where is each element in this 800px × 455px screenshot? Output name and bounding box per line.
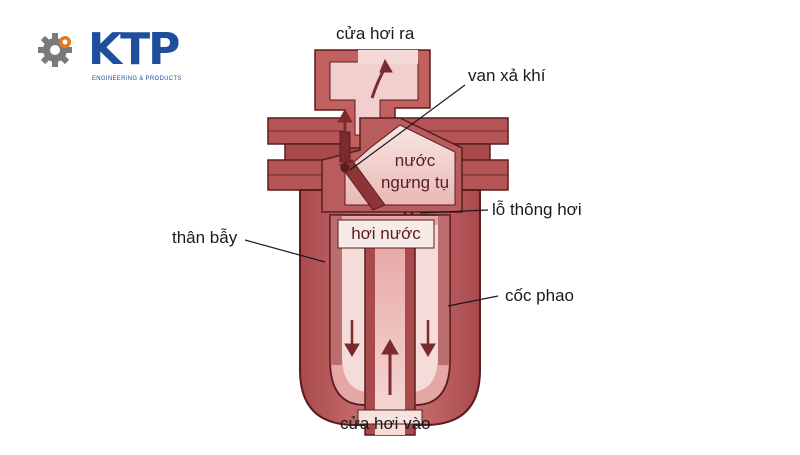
gear-icon [38, 33, 72, 67]
outlet-pipe [314, 49, 431, 149]
vent-hole [403, 211, 414, 215]
lever-pivot [340, 163, 350, 173]
flow-arrows [337, 58, 436, 395]
label-air-vent-valve: van xả khí [468, 66, 546, 85]
label-steam-in: cửa hơi vào [340, 414, 431, 433]
label-steam-out: cửa hơi ra [336, 24, 415, 43]
label-float-cup: cốc phao [505, 286, 574, 305]
company-logo: KTP [88, 24, 180, 75]
label-vent-hole: lỗ thông hơi [492, 200, 582, 219]
label-condensate-2: ngưng tụ [380, 173, 450, 192]
label-steam: hơi nước [351, 224, 421, 243]
company-tagline: ENGINEERING & PRODUCTS [92, 76, 182, 82]
leader-lines [244, 84, 499, 307]
label-lever-body: thân bẫy [172, 228, 238, 247]
steam-box [337, 219, 435, 249]
label-condensate-1: nước [394, 151, 436, 170]
